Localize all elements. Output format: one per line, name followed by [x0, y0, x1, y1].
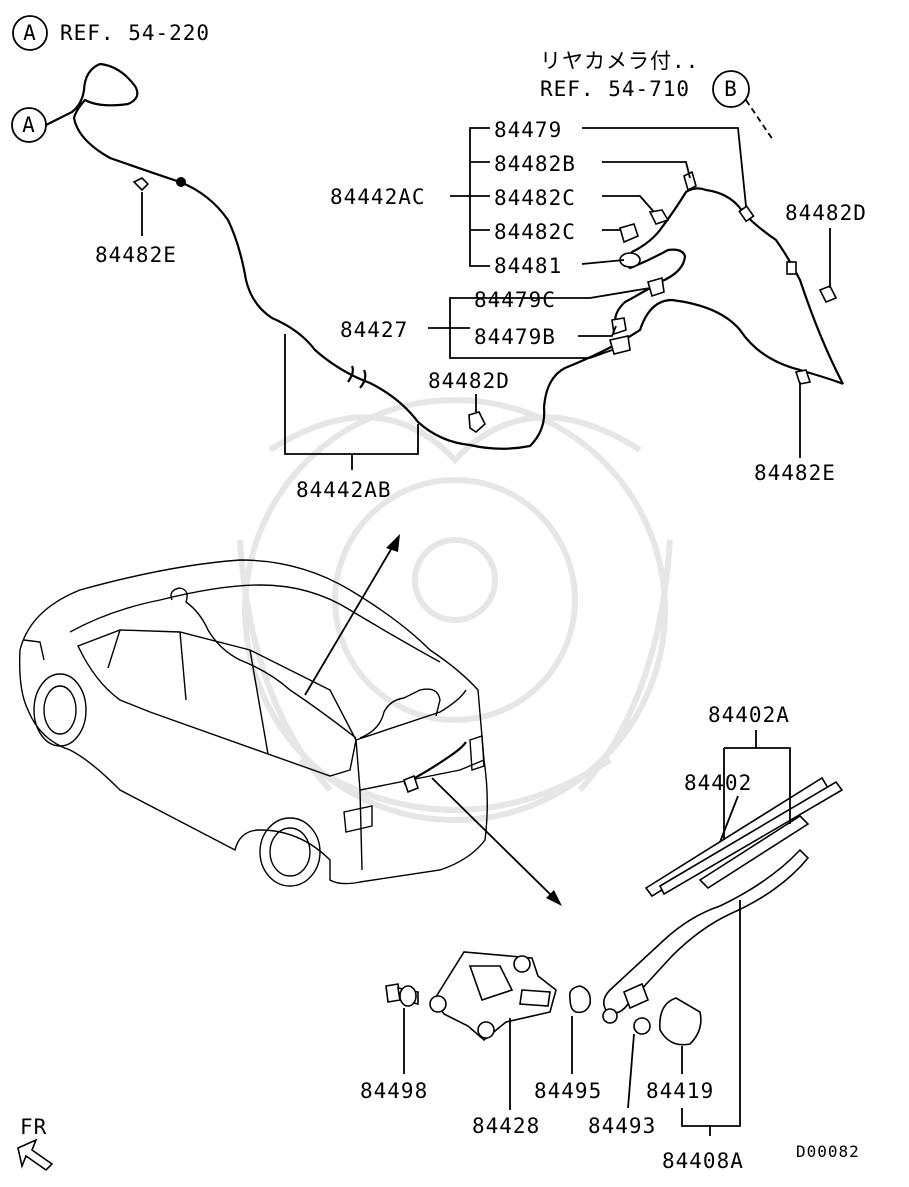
label-84482D-right: 84482D: [785, 201, 867, 225]
ref-a-marker: A: [23, 21, 37, 45]
diagram-code: D00082: [796, 1142, 860, 1161]
label-84482B: 84482B: [494, 152, 576, 176]
label-84479B: 84479B: [474, 325, 556, 349]
label-84482E-left: 84482E: [95, 243, 177, 267]
camera-note: リヤカメラ付..: [540, 49, 699, 73]
bracket-84442AC: [450, 127, 747, 267]
ref-a-top: A REF. 54-220: [12, 15, 210, 51]
label-84493: 84493: [588, 1114, 656, 1138]
washer-hose: [45, 62, 844, 450]
direction-label: FR: [20, 1115, 47, 1139]
hose-clips: [132, 170, 838, 434]
label-84482E-right: 84482E: [754, 461, 836, 485]
label-84427: 84427: [340, 318, 408, 342]
label-84402: 84402: [684, 771, 752, 795]
arm-cap: [659, 997, 702, 1046]
label-84479C: 84479C: [474, 288, 556, 312]
label-84482C-1: 84482C: [494, 186, 576, 210]
front-direction-indicator: FR: [17, 1115, 54, 1172]
ref-camera: リヤカメラ付.. REF. 54-710 B: [540, 49, 774, 141]
watermark-emblem: [237, 397, 673, 823]
bracket-84427: [428, 287, 651, 359]
label-84482D-mid: 84482D: [428, 369, 510, 393]
ref-b-text: REF. 54-710: [540, 77, 690, 101]
wiper-motor: [429, 951, 557, 1042]
ref-a-hose-marker: A: [22, 113, 36, 137]
mounting-bolt: [385, 983, 419, 1007]
label-84428: 84428: [472, 1114, 540, 1138]
label-84419: 84419: [646, 1079, 714, 1103]
label-84498: 84498: [360, 1079, 428, 1103]
arrow-down-head: [546, 890, 562, 906]
label-84481: 84481: [494, 254, 562, 278]
arm-nut: [633, 1017, 651, 1035]
ref-a-text: REF. 54-220: [60, 21, 210, 45]
vehicle-illustration: [18, 559, 488, 887]
wiper-blade: [644, 776, 844, 898]
label-84479: 84479: [494, 118, 562, 142]
ref-a-hose: A: [11, 107, 47, 143]
ref-b-marker: B: [724, 77, 738, 101]
callout-arrows: [304, 534, 562, 906]
label-84482C-2: 84482C: [494, 220, 576, 244]
leaders-wiper: [403, 730, 791, 1136]
label-84408A: 84408A: [662, 1149, 744, 1173]
bracket-84442AB: [284, 334, 419, 470]
motor-grommet: [568, 985, 592, 1014]
arrow-up-head: [386, 534, 400, 552]
front-arrow-icon: [17, 1138, 54, 1172]
label-84495: 84495: [534, 1079, 602, 1103]
label-84402A: 84402A: [708, 703, 790, 727]
wiper-arm: [602, 848, 810, 1024]
label-84442AB: 84442AB: [296, 478, 392, 502]
label-84442AC: 84442AC: [330, 185, 426, 209]
